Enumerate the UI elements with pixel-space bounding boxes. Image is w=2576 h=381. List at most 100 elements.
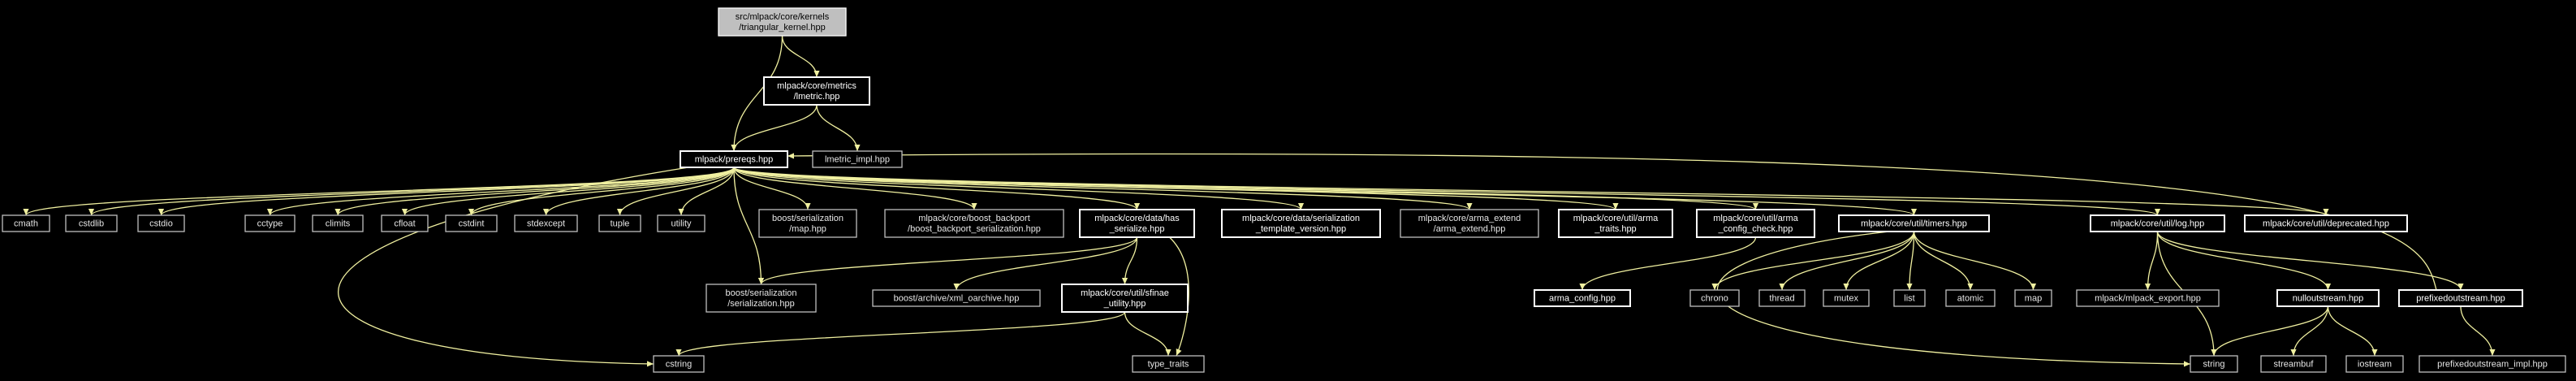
node-arma_config[interactable]: arma_config.hpp (1534, 289, 1631, 307)
node-lmetric_impl[interactable]: lmetric_impl.hpp (812, 150, 903, 168)
edge-prereqs-to-boost_map (733, 167, 811, 210)
node-box (2260, 355, 2327, 373)
edge-timers-to-map (1913, 231, 2037, 291)
node-box (1061, 284, 1189, 313)
node-label: map (2025, 294, 2042, 304)
node-string[interactable]: string (2190, 355, 2238, 373)
edge-prereqs-to-log (733, 167, 2160, 216)
node-has_serialize[interactable]: mlpack/core/data/has_serialize.hpp (1079, 209, 1195, 238)
node-prefixedoutstream_impl[interactable]: prefixedoutstream_impl.hpp (2419, 355, 2566, 373)
node-label: _serialize.hpp (1109, 224, 1165, 234)
edge-prereqs-to-utility (678, 167, 735, 216)
node-mutex[interactable]: mutex (1823, 289, 1870, 307)
edge-prereqs-to-arma_config_check (733, 167, 1758, 210)
node-label: utility (671, 219, 692, 229)
node-arma_extend[interactable]: mlpack/core/arma_extend/arma_extend.hpp (1400, 209, 1539, 238)
node-log[interactable]: mlpack/core/util/log.hpp (2090, 214, 2225, 232)
node-label: prefixedoutstream.hpp (2416, 294, 2505, 304)
node-box (312, 214, 364, 232)
node-box (1945, 289, 1996, 307)
node-box (2090, 214, 2225, 232)
node-lmetric[interactable]: mlpack/core/metrics/lmetric.hpp (763, 76, 870, 106)
node-label: /serialization.hpp (727, 299, 795, 309)
node-label: stdexcept (527, 219, 565, 229)
node-label: /boost_backport_serialization.hpp (908, 224, 1041, 234)
node-cstdlib[interactable]: cstdlib (65, 214, 118, 232)
node-box (763, 76, 870, 106)
node-label: lmetric_impl.hpp (825, 155, 890, 165)
node-box (514, 214, 578, 232)
node-cmath[interactable]: cmath (2, 214, 50, 232)
node-streambuf[interactable]: streambuf (2260, 355, 2327, 373)
node-arma_config_check[interactable]: mlpack/core/util/arma_config_check.hpp (1696, 209, 1815, 238)
node-label: mlpack/core/data/has (1094, 214, 1180, 223)
node-timers[interactable]: mlpack/core/util/timers.hpp (1838, 214, 1990, 232)
node-box (1534, 289, 1631, 307)
node-label: cstdint (459, 219, 485, 229)
edge-prereqs-to-climits (334, 167, 735, 216)
node-cstdint[interactable]: cstdint (445, 214, 498, 232)
edge-timers-to-mutex (1843, 231, 1915, 291)
node-deprecated[interactable]: mlpack/core/util/deprecated.hpp (2244, 214, 2408, 232)
node-stdexcept[interactable]: stdexcept (514, 214, 578, 232)
node-xml_oarchive[interactable]: boost/archive/xml_oarchive.hpp (872, 289, 1041, 307)
node-boost_map[interactable]: boost/serialization/map.hpp (758, 209, 857, 238)
node-label: cfloat (394, 219, 415, 229)
node-tuple[interactable]: tuple (598, 214, 641, 232)
node-sfinae[interactable]: mlpack/core/util/sfinae_utility.hpp (1061, 284, 1189, 313)
edge-prereqs-to-timers (733, 167, 1917, 216)
node-label: climits (326, 219, 351, 229)
edge-nulloutstream-to-streambuf (2290, 305, 2329, 357)
node-prereqs[interactable]: mlpack/prereqs.hpp (680, 150, 788, 168)
node-boost_backport[interactable]: mlpack/core/boost_backport/boost_backpor… (884, 209, 1064, 238)
node-box (680, 150, 788, 168)
node-type_traits[interactable]: type_traits (1132, 355, 1205, 373)
node-label: boost/archive/xml_oarchive.hpp (894, 294, 1020, 304)
edge-prereqs-to-boost_backport (733, 167, 977, 210)
edge-sfinae-to-type_traits (1124, 311, 1171, 357)
edge-timers-to-chrono (1711, 231, 1915, 291)
node-cstdio[interactable]: cstdio (137, 214, 185, 232)
node-atomic[interactable]: atomic (1945, 289, 1996, 307)
node-label: atomic (1957, 294, 1984, 304)
node-arma_traits[interactable]: mlpack/core/util/arma_traits.hpp (1558, 209, 1673, 238)
node-mlpack_export[interactable]: mlpack/mlpack_export.hpp (2076, 289, 2220, 307)
node-label: mlpack/core/util/timers.hpp (1861, 219, 1967, 229)
edge-has_serialize-to-sfinae (1121, 236, 1138, 285)
node-box (1132, 355, 1205, 373)
node-box (2345, 355, 2404, 373)
node-boost_serialization[interactable]: boost/serialization/serialization.hpp (705, 284, 817, 313)
node-label: thread (1769, 294, 1794, 304)
node-cstring[interactable]: cstring (653, 355, 705, 373)
node-list[interactable]: list (1893, 289, 1926, 307)
node-label: boost/serialization (772, 214, 844, 223)
edge-prereqs-to-cstdio (158, 167, 735, 216)
node-label: mutex (1834, 294, 1858, 304)
node-climits[interactable]: climits (312, 214, 364, 232)
node-box (884, 209, 1064, 238)
node-root[interactable]: src/mlpack/core/kernels/triangular_kerne… (718, 7, 847, 37)
node-thread[interactable]: thread (1758, 289, 1806, 307)
edge-prereqs-to-boost_serialization (733, 167, 765, 285)
node-box (244, 214, 296, 232)
node-box (381, 214, 429, 232)
edge-nulloutstream-to-iostream (2327, 305, 2378, 357)
node-label: /lmetric.hpp (794, 92, 840, 102)
node-cfloat[interactable]: cfloat (381, 214, 429, 232)
node-cctype[interactable]: cctype (244, 214, 296, 232)
node-serialization_template[interactable]: mlpack/core/data/serialization_template_… (1221, 209, 1381, 238)
node-label: mlpack/prereqs.hpp (695, 155, 774, 165)
edge-prereqs-to-cstdlib (88, 167, 735, 216)
node-box (1838, 214, 1990, 232)
node-nulloutstream[interactable]: nulloutstream.hpp (2276, 289, 2380, 307)
node-map[interactable]: map (2014, 289, 2052, 307)
edge-prereqs-to-arma_extend (733, 167, 1473, 210)
edge-prereqs-to-cctype (267, 167, 735, 216)
edge-arma_config_check-to-arma_config (1579, 236, 1757, 291)
node-iostream[interactable]: iostream (2345, 355, 2404, 373)
edge-prereqs-to-cmath (23, 167, 735, 216)
node-prefixedoutstream[interactable]: prefixedoutstream.hpp (2398, 289, 2523, 307)
node-chrono[interactable]: chrono (1689, 289, 1740, 307)
node-utility[interactable]: utility (657, 214, 705, 232)
